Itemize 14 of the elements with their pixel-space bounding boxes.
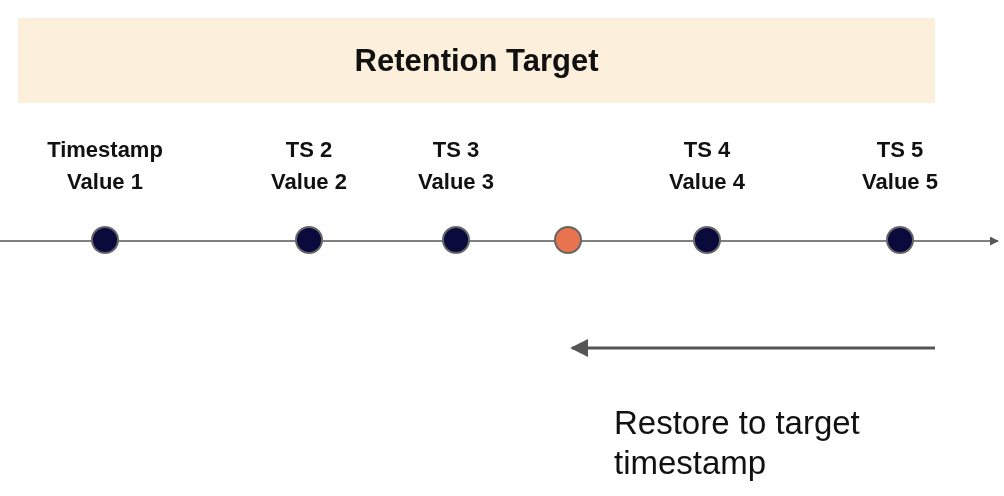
timeline-dot	[886, 226, 914, 254]
timeline-dot	[693, 226, 721, 254]
timestamp-label: TS 2 Value 2	[270, 136, 348, 196]
timeline-dot	[442, 226, 470, 254]
timeline-dot	[554, 226, 582, 254]
banner-title: Retention Target	[354, 42, 599, 79]
timeline-dot	[295, 226, 323, 254]
banner	[18, 18, 935, 103]
timestamp-label: Timestamp Value 1	[46, 136, 164, 196]
annotation-text: Restore to target timestamp	[614, 403, 861, 483]
timestamp-label: TS 5 Value 5	[861, 136, 939, 196]
timeline-dot	[91, 226, 119, 254]
timestamp-label: TS 3 Value 3	[417, 136, 495, 196]
timestamp-label: TS 4 Value 4	[668, 136, 746, 196]
